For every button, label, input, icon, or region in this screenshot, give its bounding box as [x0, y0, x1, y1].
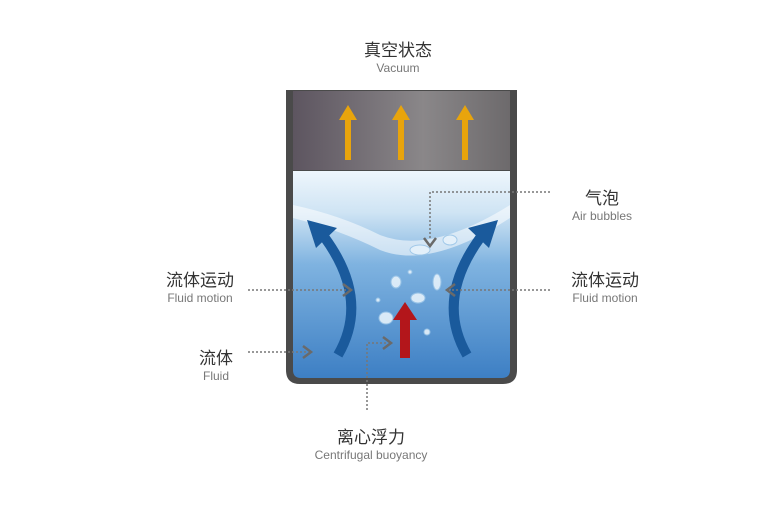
- fluid-label-en: Fluid: [202, 369, 229, 383]
- vacuum-arrows: [339, 105, 474, 160]
- air-bubbles-label-en: Air bubbles: [571, 209, 633, 223]
- chevron-markers: [302, 237, 456, 359]
- fluid-motion-right-label-en: Fluid motion: [572, 291, 638, 305]
- air-bubbles-label-zh: 气泡: [584, 189, 619, 209]
- buoyancy-arrow: [393, 302, 417, 358]
- centrifugal-buoyancy-label-en: Centrifugal buoyancy: [314, 448, 428, 462]
- fluid-motion-right-label: 流体运动 Fluid motion: [571, 266, 639, 305]
- air-bubbles: [375, 234, 458, 336]
- fluid-label: 流体 Fluid: [199, 344, 233, 383]
- vacuum-label-en: Vacuum: [376, 61, 420, 75]
- vacuum-label-zh: 真空状态: [364, 41, 432, 61]
- leader-lines: [248, 191, 550, 410]
- fluid-motion-left-label-zh: 流体运动: [166, 271, 234, 291]
- arrowhead-left: [307, 220, 337, 248]
- fluid-motion-left-label: 流体运动 Fluid motion: [166, 266, 234, 305]
- centrifugal-buoyancy-label-zh: 离心浮力: [336, 428, 405, 448]
- fluid-motion-left-label-en: Fluid motion: [167, 291, 233, 305]
- centrifugal-buoyancy-label: 离心浮力 Centrifugal buoyancy: [315, 423, 428, 462]
- fluid-label-zh: 流体: [199, 349, 233, 369]
- air-bubbles-label: 气泡 Air bubbles: [572, 184, 632, 223]
- fluid-motion-arrows: [320, 235, 485, 358]
- fluid-motion-right-label-zh: 流体运动: [571, 271, 639, 291]
- arrowhead-right: [468, 220, 498, 248]
- vacuum-label: 真空状态 Vacuum: [364, 36, 432, 75]
